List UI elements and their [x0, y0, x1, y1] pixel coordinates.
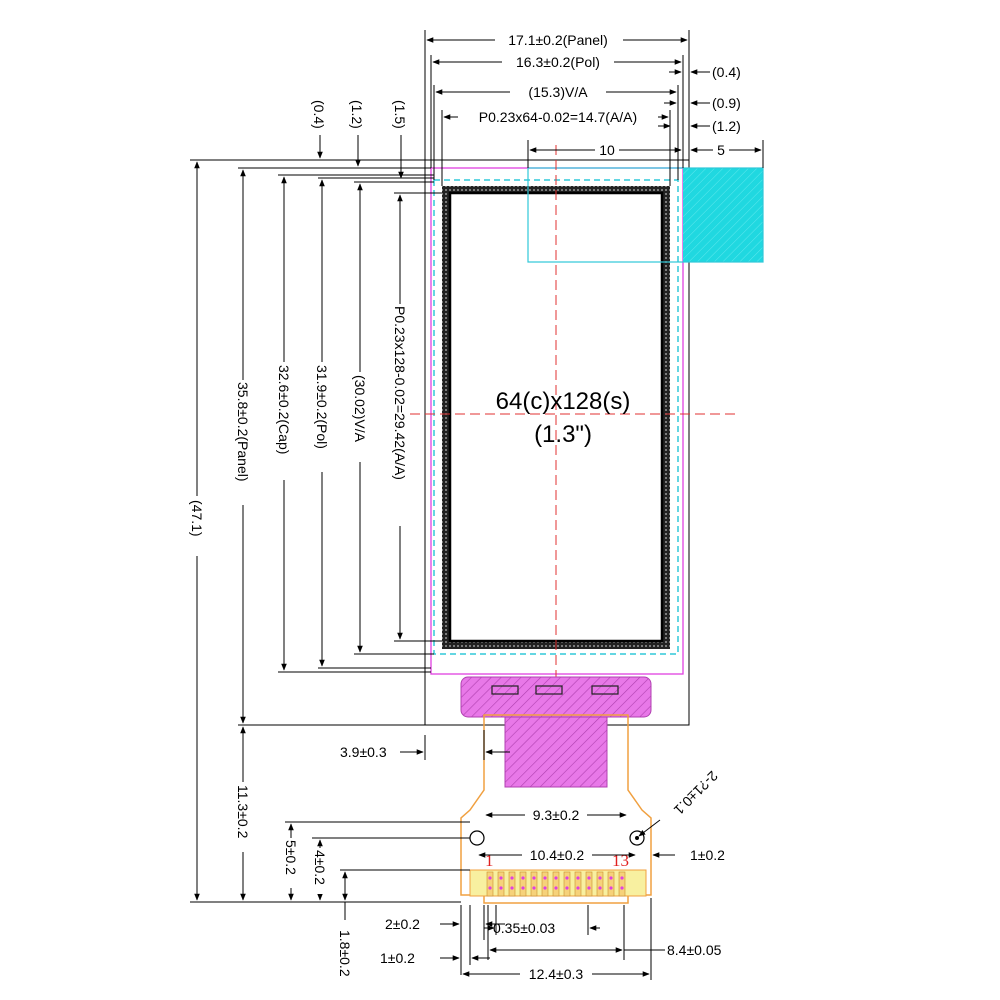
- pin-dot: [499, 876, 503, 880]
- fpc-slot-3: [591, 685, 619, 695]
- pin-dot: [620, 886, 624, 890]
- pin-contact: [486, 871, 494, 897]
- mounting-hole-left: [469, 830, 485, 846]
- pin-contact: [530, 871, 538, 897]
- left-dimensions: (47.1) 35.8±0.2(Panel) 32.6±0.2(Cap) 31.…: [189, 159, 461, 903]
- cyan-block: [683, 168, 763, 262]
- dim-tail-offset: 3.9±0.3: [340, 744, 387, 760]
- pin-contact: [618, 871, 626, 897]
- fpc-neck: [504, 716, 608, 788]
- pin-contact: [508, 871, 516, 897]
- fpc-bond-area: [460, 676, 652, 718]
- dim-pol-width: 16.3±0.2(Pol): [516, 54, 600, 70]
- resolution-label: 64(c)x128(s): [496, 388, 631, 415]
- dim-cap-height: 32.6±0.2(Cap): [276, 365, 292, 454]
- pin-contacts: [486, 871, 626, 897]
- pin-contact: [607, 871, 615, 897]
- pin-dot: [598, 876, 602, 880]
- cyan-outline: [527, 167, 764, 263]
- pin-dot: [543, 886, 547, 890]
- dim-total-width: 12.4±0.3: [529, 966, 584, 982]
- dim-eight-four: 8.4±0.05: [667, 942, 722, 958]
- pin-contact: [563, 871, 571, 897]
- pin-dot: [488, 886, 492, 890]
- pin-contact: [574, 871, 582, 897]
- dim-aa-width: P0.23x64-0.02=14.7(A/A): [479, 109, 637, 125]
- dim-one-right: 1±0.2: [690, 847, 725, 863]
- dim-five: 5±0.2: [283, 840, 299, 875]
- fpc-slot-1: [491, 685, 519, 695]
- pin-dot: [609, 886, 613, 890]
- pin-dot: [510, 886, 514, 890]
- dim-five: 5: [717, 142, 725, 158]
- dim-hole: 2-?1±0.1: [671, 768, 721, 818]
- dim-offset-09: (0.9): [712, 95, 741, 111]
- pin-dot: [521, 876, 525, 880]
- pin-dot: [499, 886, 503, 890]
- dim-offset-04: (0.4): [712, 64, 741, 80]
- dim-two: 2±0.2: [385, 916, 420, 932]
- top-dimensions: 17.1±0.2(Panel) 16.3±0.2(Pol) (15.3)V/A …: [424, 30, 764, 186]
- pin-dot: [576, 886, 580, 890]
- offset-a: (0.4): [311, 100, 327, 129]
- pin-dot: [532, 876, 536, 880]
- dim-panel-width: 17.1±0.2(Panel): [508, 32, 608, 48]
- pin-contact: [519, 871, 527, 897]
- pin-contact: [497, 871, 505, 897]
- pin-contact: [541, 871, 549, 897]
- dim-va-width: (15.3)V/A: [528, 84, 588, 100]
- pin-contact: [596, 871, 604, 897]
- offset-c: (1.5): [392, 100, 408, 129]
- pin-contact: [552, 871, 560, 897]
- top-left-offsets: (0.4) (1.2) (1.5): [311, 100, 408, 179]
- dim-width-93: 9.3±0.2: [533, 807, 580, 823]
- dim-four: 4±0.2: [312, 850, 328, 885]
- dim-total-height: (47.1): [189, 500, 205, 537]
- dim-va-height: (30.02)V/A: [352, 375, 368, 443]
- dim-panel-height: 35.8±0.2(Panel): [235, 382, 251, 482]
- pin-label-first: 1: [485, 851, 494, 870]
- pin-dot: [554, 886, 558, 890]
- pin-dot: [609, 876, 613, 880]
- diagonal-size-label: (1.3"): [534, 421, 592, 448]
- dim-ten: 10: [599, 142, 615, 158]
- pin-dot: [543, 876, 547, 880]
- pin-dot: [554, 876, 558, 880]
- dim-width-104: 10.4±0.2: [530, 847, 585, 863]
- pin-dot: [488, 876, 492, 880]
- dim-offset-12: (1.2): [712, 118, 741, 134]
- fpc-slot-2: [535, 685, 563, 695]
- pin-dot: [532, 886, 536, 890]
- pin-dot: [620, 876, 624, 880]
- dim-aa-height: P0.23x128-0.02=29.42(A/A): [392, 306, 408, 480]
- dim-one-eight: 1.8±0.2: [337, 930, 353, 977]
- pin-dot: [587, 886, 591, 890]
- pin-dot: [598, 886, 602, 890]
- pin-dot: [565, 876, 569, 880]
- dim-pol-height: 31.9±0.2(Pol): [314, 365, 330, 449]
- pin-dot: [587, 876, 591, 880]
- pin-label-last: 13: [612, 851, 629, 870]
- pin-dot: [521, 886, 525, 890]
- dim-one-left: 1±0.2: [380, 950, 415, 966]
- pin-contact: [585, 871, 593, 897]
- pin-dot: [576, 876, 580, 880]
- dim-tail-length: 11.3±0.2: [235, 785, 251, 839]
- offset-b: (1.2): [349, 100, 365, 129]
- fpc-tail-outline: [460, 714, 652, 904]
- pin-dot: [565, 886, 569, 890]
- pin-dot: [510, 876, 514, 880]
- dim-pitch: 0.35±0.03: [493, 920, 555, 936]
